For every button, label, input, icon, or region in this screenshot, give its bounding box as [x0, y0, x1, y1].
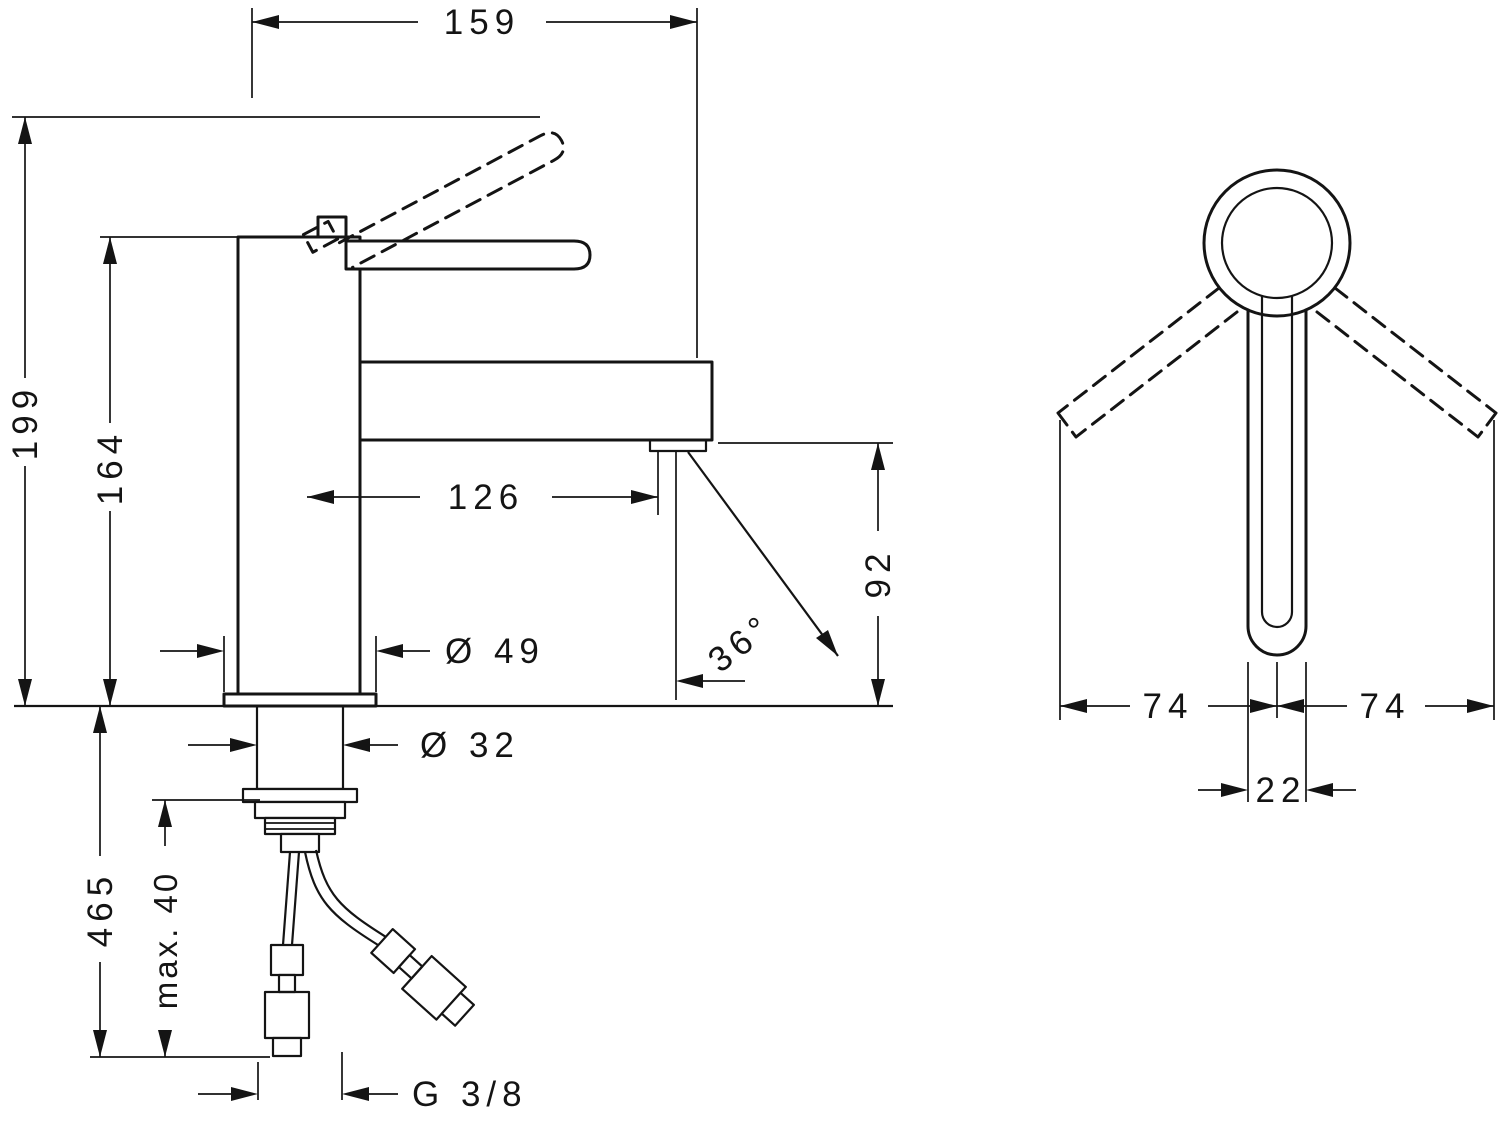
dim-label-swing-right: 74 [1360, 687, 1411, 726]
dimension-dia-49: Ø 49 [160, 632, 545, 692]
dimension-126: 126 [307, 452, 659, 517]
hose-right-connector [370, 928, 475, 1027]
lever-swing-right [1315, 286, 1498, 439]
handle-outer-circle [1202, 168, 1352, 318]
dim-label-swing-left: 74 [1143, 687, 1194, 726]
side-view [14, 131, 893, 1058]
side-view-dimensions: 159 199 164 126 [6, 3, 898, 1114]
dim-label-height-body: 164 [91, 429, 130, 505]
dimension-74-right: 74 [1277, 687, 1494, 726]
mounting-assembly [241, 704, 359, 854]
dim-label-spout-height: 92 [859, 548, 898, 599]
dim-label-angle: 36° [701, 606, 781, 680]
water-jet-line [687, 451, 839, 657]
dim-label-hose-length: 465 [81, 871, 120, 947]
washer [241, 787, 359, 804]
dimension-199: 199 [6, 116, 540, 706]
lever-handle [344, 239, 592, 271]
dimension-74-left: 74 [1060, 687, 1277, 726]
dimension-dia-32: Ø 32 [188, 726, 520, 765]
dim-label-height-total: 199 [6, 384, 45, 460]
mounting-plate-lines [265, 822, 335, 830]
threaded-shank [255, 704, 345, 791]
dim-label-thread: G 3/8 [412, 1075, 528, 1114]
hose-left-cap [271, 1036, 303, 1058]
body-front-inner [1260, 296, 1294, 629]
hose-left-neck [277, 973, 297, 994]
supply-hoses [263, 849, 475, 1058]
mounting-plate [263, 816, 337, 836]
dimension-92: 92 [718, 442, 898, 706]
dimension-159: 159 [251, 3, 698, 358]
hose-left-nut [263, 990, 311, 1040]
hose-left [281, 851, 301, 946]
hose-tee [279, 832, 321, 854]
faucet-body [236, 235, 362, 696]
handle-inner-circle [1220, 186, 1334, 300]
dimension-max-40: max. 40 [147, 799, 260, 1057]
hose-left-corrugation [269, 943, 305, 977]
dimension-22: 22 [1198, 771, 1356, 810]
mounting-nut [253, 800, 347, 820]
spout [358, 360, 714, 442]
front-view-dimensions: 74 74 22 [1059, 420, 1495, 810]
base-flange [222, 692, 378, 708]
lever-swing-left [1056, 286, 1239, 439]
body-front-outline [1246, 308, 1308, 657]
aerator [648, 438, 708, 453]
hose-right [303, 849, 387, 946]
dim-label-depth: 159 [444, 3, 520, 42]
dimension-thread: G 3/8 [198, 1052, 528, 1114]
dim-label-max-deck: max. 40 [147, 871, 184, 1009]
dim-label-shank-dia: Ø 32 [420, 726, 520, 765]
dimension-angle-36: 36° [675, 451, 839, 700]
front-view [1056, 168, 1498, 657]
dim-label-base-dia: Ø 49 [445, 632, 545, 671]
lever-handle-raised [301, 131, 565, 269]
dimension-465: 465 [81, 706, 270, 1058]
dim-label-body-width: 22 [1256, 771, 1307, 810]
dimension-164: 164 [91, 236, 240, 706]
dim-label-reach: 126 [448, 478, 524, 517]
